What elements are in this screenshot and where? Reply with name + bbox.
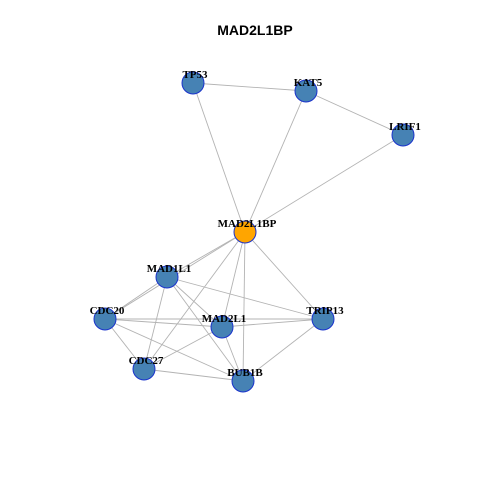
node-tp53[interactable]: [181, 71, 205, 95]
node-cdc20[interactable]: [93, 307, 117, 331]
node-label-mad2l1bp: MAD2L1BP: [218, 218, 277, 230]
node-lrif1[interactable]: [391, 123, 415, 147]
edge-tp53-mad2l1bp: [192, 82, 246, 233]
edge-cdc27-bub1b: [143, 368, 244, 382]
edge-kat5-mad2l1bp: [244, 90, 307, 233]
node-label-tp53: TP53: [182, 69, 208, 81]
node-mad1l1[interactable]: [155, 265, 179, 289]
edge-cdc20-mad2l1: [104, 318, 223, 328]
node-label-trip13: TRIP13: [306, 305, 344, 317]
edge-mad2l1bp-mad2l1: [221, 231, 246, 328]
node-mad2l1[interactable]: [210, 315, 234, 339]
edge-lrif1-mad2l1bp: [244, 134, 404, 233]
node-cdc27[interactable]: [132, 357, 156, 381]
edge-layer: [104, 82, 404, 382]
edge-mad1l1-cdc20: [104, 276, 168, 320]
edge-mad1l1-cdc27: [143, 276, 168, 370]
edge-mad2l1bp-cdc27: [143, 231, 246, 370]
node-trip13[interactable]: [311, 307, 335, 331]
node-layer: [93, 71, 415, 393]
edge-cdc20-bub1b: [104, 318, 244, 382]
edge-mad2l1-trip13: [221, 318, 324, 328]
node-kat5[interactable]: [294, 79, 318, 103]
node-bub1b[interactable]: [231, 369, 255, 393]
node-mad2l1bp[interactable]: [233, 220, 257, 244]
edge-mad1l1-trip13: [166, 276, 324, 320]
edge-mad2l1bp-trip13: [244, 231, 324, 320]
edge-mad1l1-bub1b: [166, 276, 244, 382]
node-label-cdc20: CDC20: [90, 305, 125, 317]
edge-mad2l1bp-mad1l1: [166, 231, 246, 278]
edge-mad2l1bp-bub1b: [242, 231, 246, 382]
edge-kat5-lrif1: [305, 90, 404, 136]
node-label-mad2l1: MAD2L1: [202, 313, 247, 325]
plot-title: MAD2L1BP: [217, 22, 292, 38]
node-label-kat5: KAT5: [294, 77, 323, 89]
node-label-bub1b: BUB1B: [227, 367, 263, 379]
edge-tp53-kat5: [192, 82, 307, 92]
edge-mad2l1-cdc27: [143, 326, 223, 370]
edge-trip13-bub1b: [242, 318, 324, 382]
node-label-mad1l1: MAD1L1: [147, 263, 192, 275]
node-label-cdc27: CDC27: [129, 355, 164, 367]
node-label-lrif1: LRIF1: [389, 121, 421, 133]
